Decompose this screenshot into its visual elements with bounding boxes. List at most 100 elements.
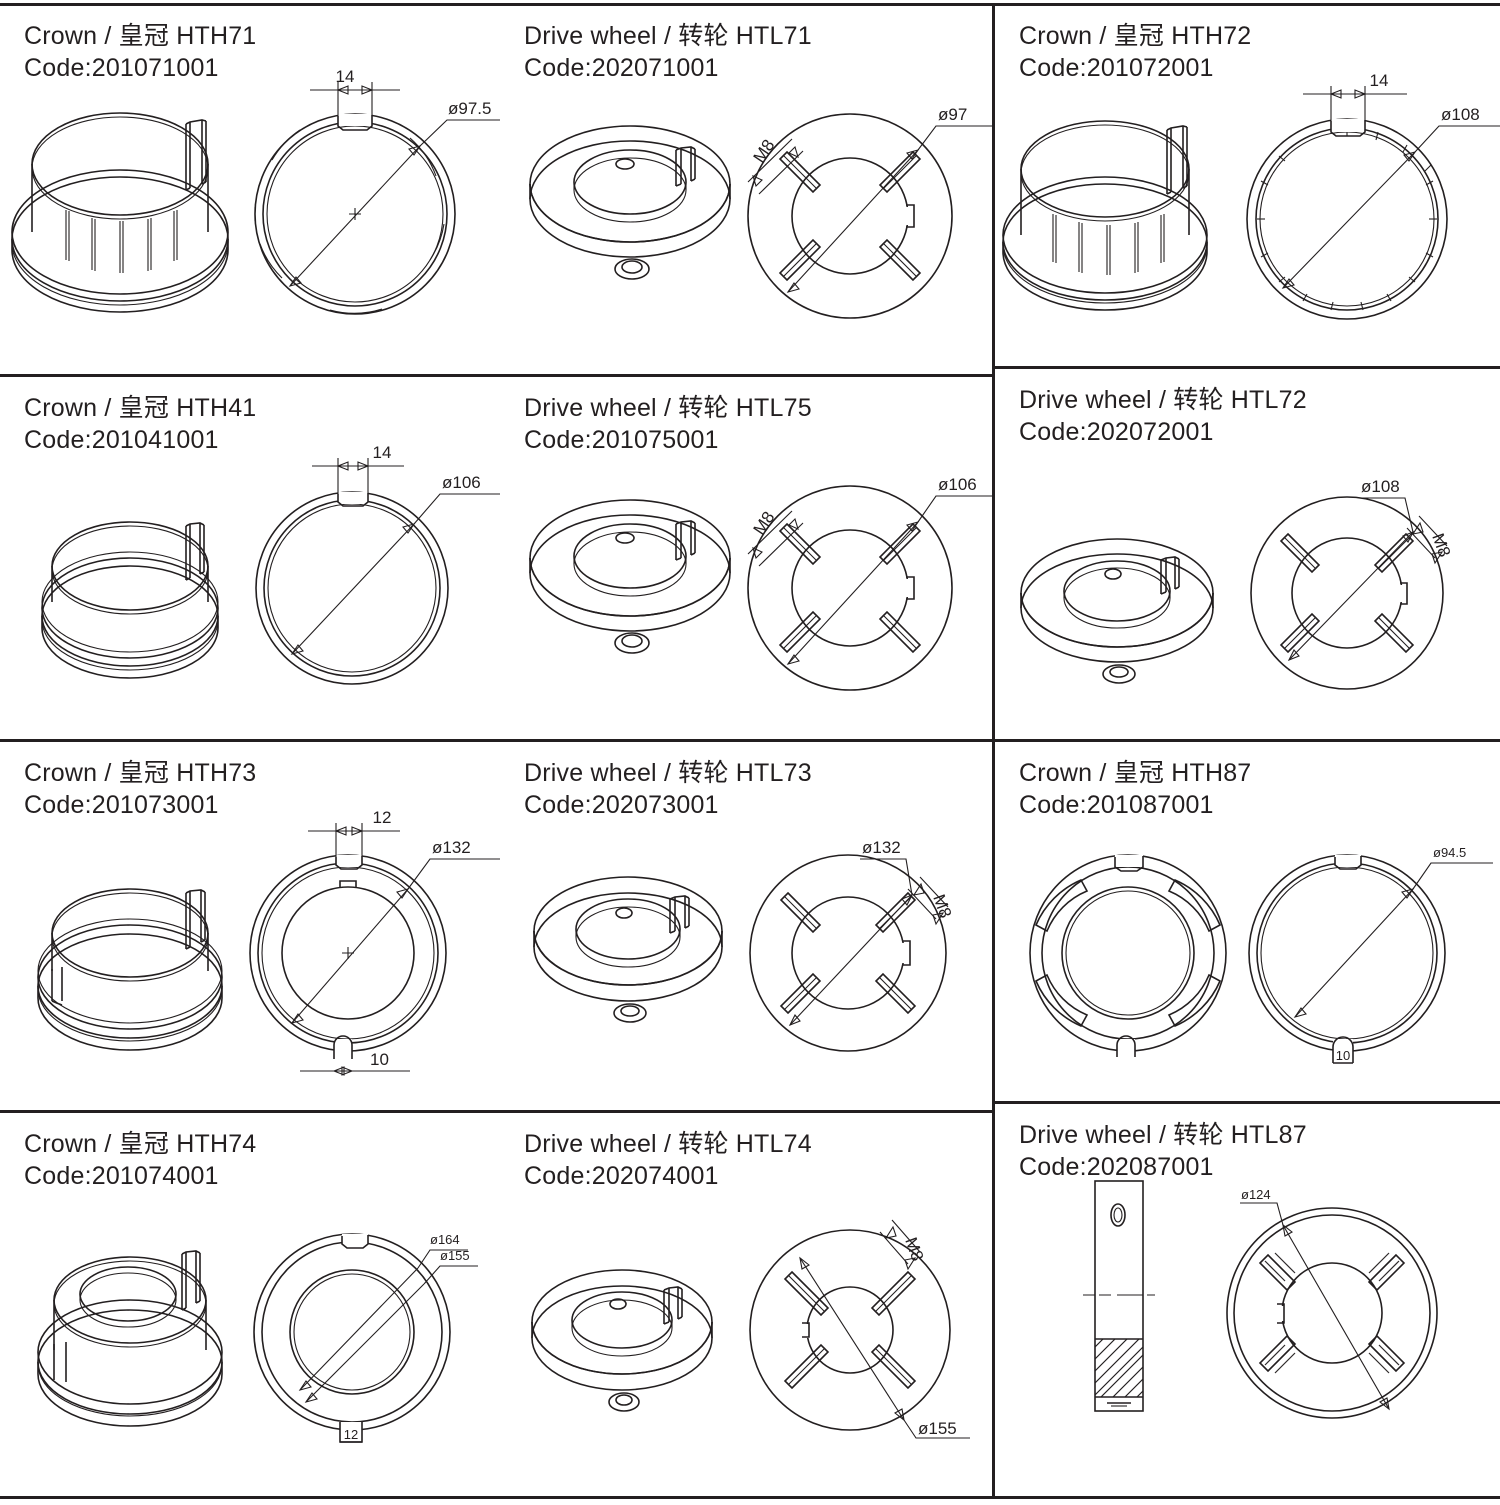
drawing-hth87: 10 ø94.5 (1029, 845, 1493, 1064)
iso-view-hth73 (37, 888, 223, 1051)
dim-diameter-htl74: ø155 (918, 1419, 957, 1438)
drawing-htl72: ø108 M8 (1020, 477, 1454, 690)
caption-htl74: Drive wheel / 转轮 HTL74 Code:202074001 (500, 1114, 992, 1192)
caption-hth73: Crown / 皇冠 HTH73 Code:201073001 (0, 743, 500, 821)
code-hth73: Code:201073001 (24, 791, 219, 819)
dim-diameter-htl73: ø132 (862, 838, 901, 857)
iso-view-htl72 (1020, 538, 1214, 684)
title-htl73: Drive wheel / 转轮 HTL73 (524, 759, 812, 787)
drawing-htl71: ø97 M8 (529, 105, 992, 319)
dim-diameter-inner-hth74: ø155 (440, 1248, 470, 1263)
caption-htl75: Drive wheel / 转轮 HTL75 Code:201075001 (500, 378, 992, 456)
caption-hth41: Crown / 皇冠 HTH41 Code:201041001 (0, 378, 500, 456)
grid-rule-bottom (0, 1496, 1500, 1499)
title-hth74: Crown / 皇冠 HTH74 (24, 1130, 257, 1158)
front-view-hth72: ø108 14 (1246, 71, 1500, 320)
dim-diameter-htl72: ø108 (1361, 477, 1400, 496)
grid-rule-r3-right (992, 1101, 1500, 1104)
iso-view-htl75 (529, 499, 731, 654)
dim-diameter-htl75: ø106 (938, 475, 977, 494)
title-htl71: Drive wheel / 转轮 HTL71 (524, 22, 812, 50)
grid-rule-r2 (0, 739, 1500, 742)
front-view-hth87: 10 ø94.5 (1248, 845, 1493, 1064)
dim-tab-hth74: 12 (344, 1427, 358, 1442)
dim-diameter-htl87: ø124 (1241, 1187, 1271, 1202)
grid-rule-top (0, 3, 1500, 6)
dim-tab-hth87: 10 (1336, 1048, 1350, 1063)
cell-htl87: Drive wheel / 转轮 HTL87 Code:202087001 (995, 1105, 1500, 1496)
drawing-htl73: ø132 M8 (533, 838, 955, 1052)
dim-diameter-hth87: ø94.5 (1433, 845, 1466, 860)
code-hth41: Code:201041001 (24, 426, 219, 454)
iso-view-hth71 (11, 112, 229, 313)
dim-width-hth71: 14 (336, 67, 355, 86)
cell-hth87: Crown / 皇冠 HTH87 Code:201087001 (995, 743, 1500, 1101)
cell-hth74: Crown / 皇冠 HTH74 Code:201074001 (0, 1114, 500, 1496)
drawing-hth74: 12 ø164 ø155 (37, 1232, 478, 1443)
iso-view-hth74 (37, 1250, 223, 1427)
cell-htl74: Drive wheel / 转轮 HTL74 Code:202074001 (500, 1114, 992, 1496)
dim-diameter-hth72: ø108 (1441, 105, 1480, 124)
code-htl87: Code:202087001 (1019, 1153, 1214, 1181)
title-hth73: Crown / 皇冠 HTH73 (24, 759, 257, 787)
code-hth74: Code:201074001 (24, 1162, 219, 1190)
front-view-htl74: ø155 M8 (749, 1219, 970, 1439)
caption-htl87: Drive wheel / 转轮 HTL87 Code:202087001 (995, 1105, 1500, 1183)
grid-rule-r3-left (0, 1110, 992, 1113)
cell-htl71: Drive wheel / 转轮 HTL71 Code:202071001 (500, 6, 992, 374)
iso-view-htl71 (529, 125, 731, 280)
drawing-hth41: ø106 14 (41, 443, 500, 685)
grid-rule-r1-left (0, 374, 992, 377)
title-hth72: Crown / 皇冠 HTH72 (1019, 22, 1252, 50)
caption-htl72: Drive wheel / 转轮 HTL72 Code:202072001 (995, 370, 1500, 448)
dim-diameter-hth41: ø106 (442, 473, 481, 492)
front-view-htl87: ø124 (1226, 1187, 1438, 1419)
iso-view-hth41 (41, 521, 219, 679)
code-hth72: Code:201072001 (1019, 54, 1214, 82)
grid-rule-r1-right (992, 366, 1500, 369)
caption-hth74: Crown / 皇冠 HTH74 Code:201074001 (0, 1114, 500, 1192)
code-htl72: Code:202072001 (1019, 418, 1214, 446)
cell-hth41: Crown / 皇冠 HTH41 Code:201041001 (0, 378, 500, 738)
iso-view-htl74 (531, 1269, 713, 1412)
caption-htl73: Drive wheel / 转轮 HTL73 Code:202073001 (500, 743, 992, 821)
front-view-htl73: ø132 M8 (749, 838, 955, 1052)
dim-width-hth73: 12 (373, 808, 392, 827)
code-htl75: Code:201075001 (524, 426, 719, 454)
drawing-hth71: ø97.5 14 (11, 67, 500, 315)
grid-rule-vertical (992, 3, 995, 1499)
slotted-ring-view-hth87 (1029, 854, 1227, 1057)
cell-htl72: Drive wheel / 转轮 HTL72 Code:202072001 (995, 370, 1500, 738)
front-view-hth73: ø132 12 10 (249, 808, 500, 1076)
front-view-hth74: 12 ø164 ø155 (253, 1232, 478, 1443)
cell-hth73: Crown / 皇冠 HTH73 Code:201073001 (0, 743, 500, 1109)
cell-hth72: Crown / 皇冠 HTH72 Code:201072001 (995, 6, 1500, 366)
caption-hth72: Crown / 皇冠 HTH72 Code:201072001 (995, 6, 1500, 84)
dim-diameter-hth73: ø132 (432, 838, 471, 857)
drawing-hth72: ø108 14 (1002, 71, 1500, 320)
front-view-htl71: ø97 M8 (747, 105, 992, 319)
title-hth87: Crown / 皇冠 HTH87 (1019, 759, 1252, 787)
dim-width-hth72: 14 (1370, 71, 1389, 90)
title-htl74: Drive wheel / 转轮 HTL74 (524, 1130, 812, 1158)
code-htl71: Code:202071001 (524, 54, 719, 82)
dim-width-hth41: 14 (373, 443, 392, 462)
cell-htl75: Drive wheel / 转轮 HTL75 Code:201075001 (500, 378, 992, 738)
caption-hth87: Crown / 皇冠 HTH87 Code:201087001 (995, 743, 1500, 821)
code-htl73: Code:202073001 (524, 791, 719, 819)
dim-thread-htl71: M8 (750, 136, 779, 166)
drawing-htl87: ø124 (1083, 1180, 1438, 1419)
drawing-hth73: ø132 12 10 (37, 808, 500, 1076)
cell-htl73: Drive wheel / 转轮 HTL73 Code:202073001 (500, 743, 992, 1109)
cell-hth71: Crown / 皇冠 HTH71 Code:201071001 (0, 6, 500, 374)
dim-diameter-hth71: ø97.5 (448, 99, 491, 118)
dim-diameter-htl71: ø97 (938, 105, 967, 124)
title-htl75: Drive wheel / 转轮 HTL75 (524, 394, 812, 422)
title-hth41: Crown / 皇冠 HTH41 (24, 394, 257, 422)
front-view-htl72: ø108 M8 (1250, 477, 1454, 690)
section-view-htl87 (1083, 1180, 1155, 1412)
code-htl74: Code:202074001 (524, 1162, 719, 1190)
title-htl72: Drive wheel / 转轮 HTL72 (1019, 386, 1307, 414)
front-view-hth71: ø97.5 14 (254, 67, 500, 315)
